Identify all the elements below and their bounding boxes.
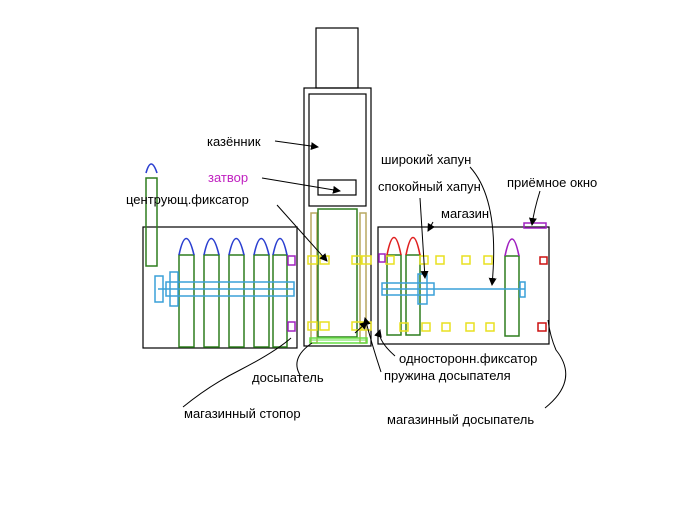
dosypatel-column	[317, 208, 358, 338]
right-stoppers	[385, 255, 495, 332]
right-cartridge-tips	[386, 236, 520, 257]
label-shirokiy-hapun: широкий хапун	[381, 152, 471, 167]
right-magazine	[377, 226, 550, 345]
left-magazine	[142, 226, 298, 349]
label-kazennik: казённик	[207, 134, 261, 149]
left-cartridge-tips	[145, 163, 288, 256]
right-odnostor-fixer	[378, 253, 386, 263]
dosypatel-spring-left	[310, 212, 318, 344]
label-magazinny-dosypatel: магазинный досыпатель	[387, 412, 534, 427]
label-dosypatel: досыпатель	[252, 370, 324, 385]
zatvor-bolt	[317, 179, 357, 196]
left-rod	[154, 271, 295, 307]
right-rod	[381, 273, 526, 305]
label-odnostor-fiksator: односторонн.фиксатор	[399, 351, 537, 366]
upper-block	[315, 27, 359, 89]
label-zatvor: затвор	[208, 170, 248, 185]
priemnoe-okno-mark	[523, 222, 547, 229]
left-centr-fixers	[287, 255, 296, 332]
right-red-stops	[537, 256, 548, 332]
pointer-arrows	[182, 140, 567, 409]
kazennik-chamber	[308, 93, 367, 207]
label-pruzhina-dosypatelya: пружина досыпателя	[384, 368, 511, 383]
label-magazinny-stopor: магазинный стопор	[184, 406, 301, 421]
label-centr-fiksator: центрующ.фиксатор	[126, 192, 249, 207]
label-priemnoe-okno: приёмное окно	[507, 175, 597, 190]
receiver-outer	[303, 87, 372, 347]
label-magazin: магазин	[441, 206, 489, 221]
label-spokoyny-hapun: спокойный хапун	[378, 179, 481, 194]
